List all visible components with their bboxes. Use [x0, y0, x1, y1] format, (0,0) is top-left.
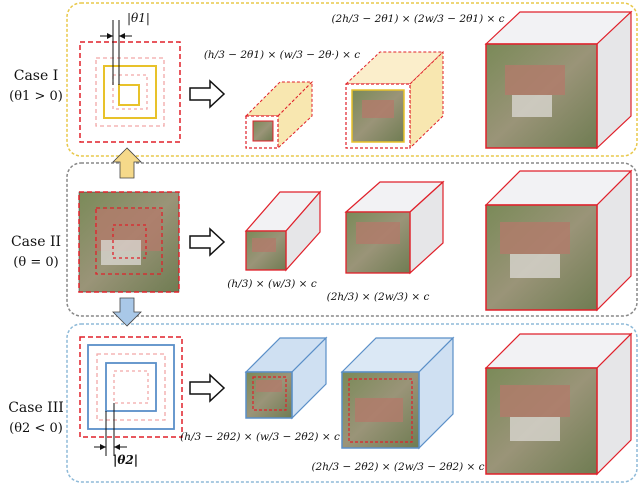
case-3-condition: (θ2 < 0)	[9, 421, 63, 436]
panel-case-2	[66, 162, 638, 317]
case-2-formula-medium: (2h/3) × (2w/3) × c	[327, 291, 430, 303]
case-1-formula-small: (h/3 − 2θ1) × (w/3 − 2θ·) × c	[204, 49, 360, 61]
case-3-name: Case III	[8, 400, 64, 416]
case-1-cube-medium	[344, 50, 445, 150]
case-2-name: Case II	[11, 234, 61, 250]
theta2-label: |θ2|	[113, 453, 138, 467]
case-2-condition: (θ = 0)	[13, 255, 58, 270]
case-3-formula-small: (h/3 − 2θ2) × (w/3 − 2θ2) × c	[180, 431, 340, 443]
case-2-cube-large	[484, 169, 633, 312]
arrow-up-icon	[112, 147, 142, 179]
case-3-cube-medium	[340, 336, 455, 450]
case-1-cube-large	[484, 10, 633, 150]
theta1-label: |θ1|	[127, 11, 150, 25]
case-1-cube-small	[244, 80, 314, 150]
case-2-cube-small	[244, 190, 322, 272]
case-3-cube-large	[484, 332, 633, 476]
case-2-formula-small: (h/3) × (w/3) × c	[227, 278, 317, 290]
case-2-schematic	[78, 191, 180, 293]
case-1-formula-medium: (2h/3 − 2θ1) × (2w/3 − 2θ1) × c	[331, 13, 504, 25]
arrow-right-icon	[189, 373, 226, 403]
case-2-cube-medium	[344, 180, 445, 275]
case-3-cube-small	[244, 336, 328, 420]
panel-case-1	[66, 2, 638, 157]
case-1-schematic	[79, 20, 181, 143]
case-1-name: Case I	[14, 68, 59, 84]
arrow-down-icon	[112, 297, 142, 327]
case-3-formula-medium: (2h/3 − 2θ2) × (2w/3 − 2θ2) × c	[311, 461, 484, 473]
case-3-schematic	[79, 336, 183, 456]
arrow-right-icon	[189, 227, 226, 257]
panel-case-3	[66, 323, 638, 483]
arrow-right-icon	[189, 79, 226, 109]
case-1-condition: (θ1 > 0)	[9, 89, 63, 104]
